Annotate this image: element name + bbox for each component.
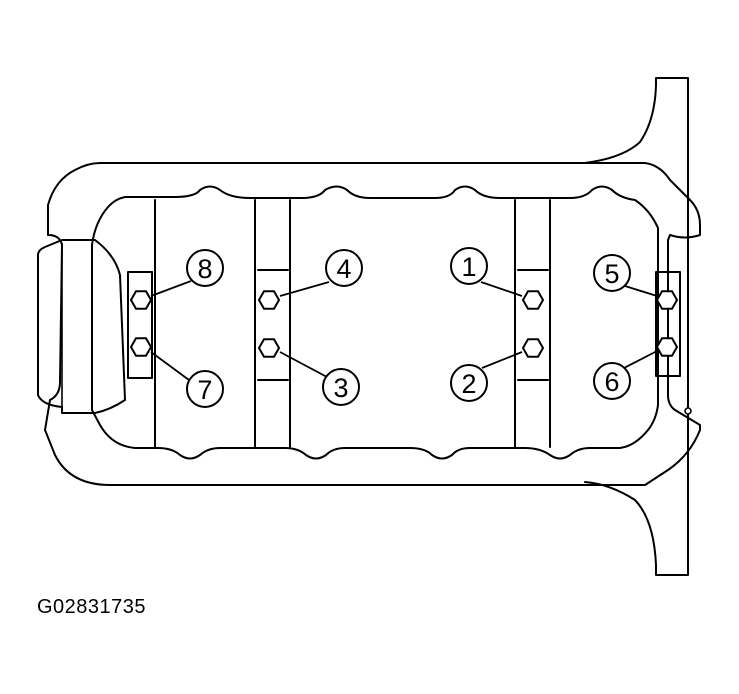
bolt-4-head <box>257 290 281 310</box>
engine-block-flange <box>584 77 689 576</box>
oil-pan-inner-outline <box>91 185 659 460</box>
bolt-2-callout-circle <box>450 364 488 402</box>
bolt-5-callout-circle <box>593 254 631 292</box>
bolt-3-callout-number: 3 <box>333 373 348 403</box>
bolt-3-leader <box>279 351 328 378</box>
bolt-5-leader <box>624 285 658 297</box>
bolt-1-head <box>521 290 545 310</box>
bolt-1-leader <box>480 281 523 297</box>
bolt-8-callout-circle <box>186 249 224 287</box>
bolt-8-leader <box>150 280 192 297</box>
bolt-8-head <box>129 290 153 310</box>
bolt-2-leader <box>481 351 523 369</box>
bolt-7-leader <box>150 351 190 381</box>
figure-code: G02831735 <box>37 596 147 618</box>
bolt-heads <box>129 290 679 358</box>
bolt-1-callout-number: 1 <box>461 252 476 282</box>
callout-leaders <box>150 280 658 381</box>
bolt-6-head <box>655 337 679 357</box>
bolt-8-callout-number: 8 <box>197 254 212 284</box>
bolt-3-callout-circle <box>322 368 360 406</box>
bolt-3-head <box>257 338 281 358</box>
left-end-cover <box>37 239 126 414</box>
oil-pan-outer-outline <box>44 162 701 486</box>
bolt-4-callout-number: 4 <box>336 254 351 284</box>
right-bolt-boss <box>655 271 681 377</box>
bolt-7-callout-number: 7 <box>197 375 212 405</box>
left-bolt-boss <box>127 271 153 379</box>
bolt-6-callout-circle <box>593 362 631 400</box>
bolt-5-callout-number: 5 <box>604 259 619 289</box>
bolt-6-leader <box>623 350 658 369</box>
bolt-4-callout-circle <box>325 249 363 287</box>
bolt-6-callout-number: 6 <box>604 367 619 397</box>
bolt-5-head <box>655 290 679 310</box>
bolt-4-leader <box>279 281 330 297</box>
bearing-bridge-1 <box>151 199 156 448</box>
flange-dot <box>684 407 692 415</box>
bolt-1-callout-circle <box>450 247 488 285</box>
bearing-bridge-3 <box>514 199 551 448</box>
bolt-7-head <box>129 337 153 357</box>
callouts: 1 2 3 4 5 6 7 8 <box>186 247 631 408</box>
bearing-bridge-2 <box>254 199 291 448</box>
bolt-2-head <box>521 338 545 358</box>
bolt-2-callout-number: 2 <box>461 369 476 399</box>
bolt-7-callout-circle <box>186 370 224 408</box>
